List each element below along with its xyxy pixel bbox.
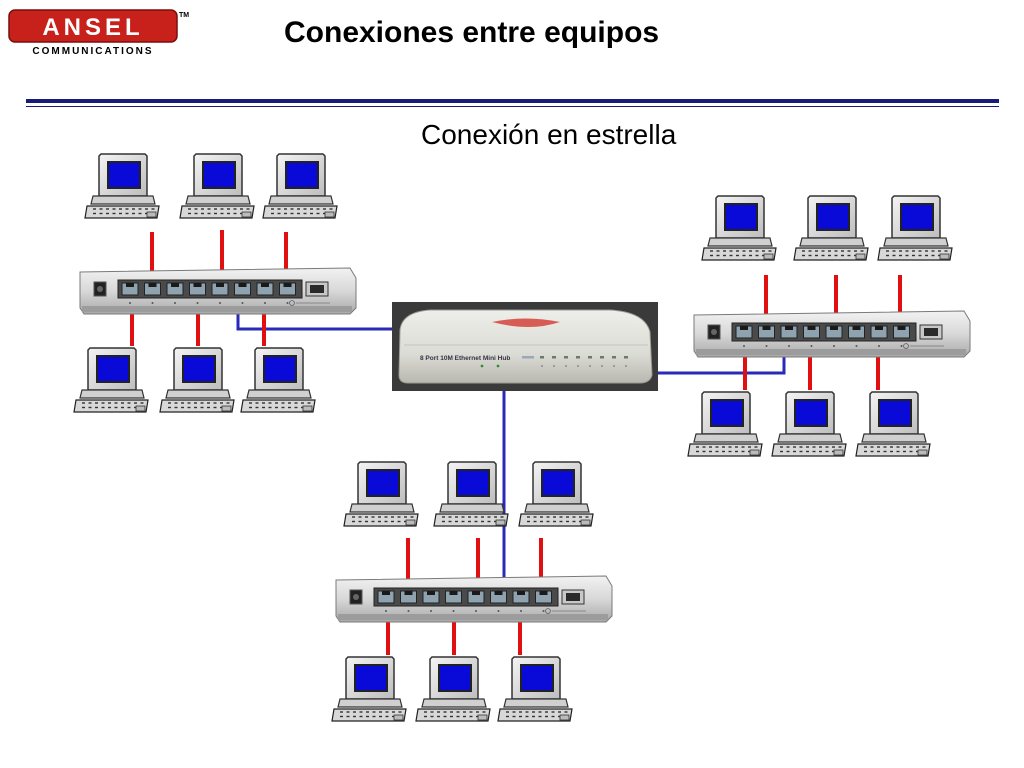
switch-right	[693, 310, 971, 358]
computer-bottom-bottom-3	[497, 656, 573, 722]
logo-trademark: TM	[179, 12, 189, 19]
page-title: Conexiones entre equipos	[284, 16, 660, 49]
logo-tagline: COMMUNICATIONS	[32, 46, 153, 57]
computer-bottom-bottom-2	[415, 656, 491, 722]
header-rule-thin	[26, 106, 999, 107]
computer-left-bottom-2	[159, 347, 235, 413]
computer-right-top-3	[877, 195, 953, 261]
computer-right-bottom-1	[687, 391, 763, 457]
central-hub: 8 Port 10M Ethernet Mini Hub	[392, 302, 658, 391]
computer-left-top-3	[262, 153, 338, 219]
computer-right-bottom-2	[771, 391, 847, 457]
diagram-subtitle: Conexión en estrella	[421, 119, 677, 150]
computer-right-bottom-3	[855, 391, 931, 457]
computers	[73, 153, 953, 722]
computer-bottom-top-2	[433, 461, 509, 527]
logo-brand: ANSEL	[42, 14, 143, 41]
computer-bottom-top-1	[343, 461, 419, 527]
computer-left-top-2	[179, 153, 255, 219]
switches	[79, 267, 971, 623]
central-hub-label: 8 Port 10M Ethernet Mini Hub	[420, 355, 510, 362]
switch-left	[79, 267, 357, 315]
computer-right-top-2	[793, 195, 869, 261]
ansel-logo: ANSEL TM COMMUNICATIONS	[8, 9, 189, 57]
computer-left-top-1	[84, 153, 160, 219]
computer-left-bottom-3	[240, 347, 316, 413]
header-rule	[26, 99, 999, 103]
computer-left-bottom-1	[73, 347, 149, 413]
computer-right-top-1	[701, 195, 777, 261]
computer-bottom-bottom-1	[331, 656, 407, 722]
computer-bottom-top-3	[518, 461, 594, 527]
switch-bottom	[335, 575, 613, 623]
